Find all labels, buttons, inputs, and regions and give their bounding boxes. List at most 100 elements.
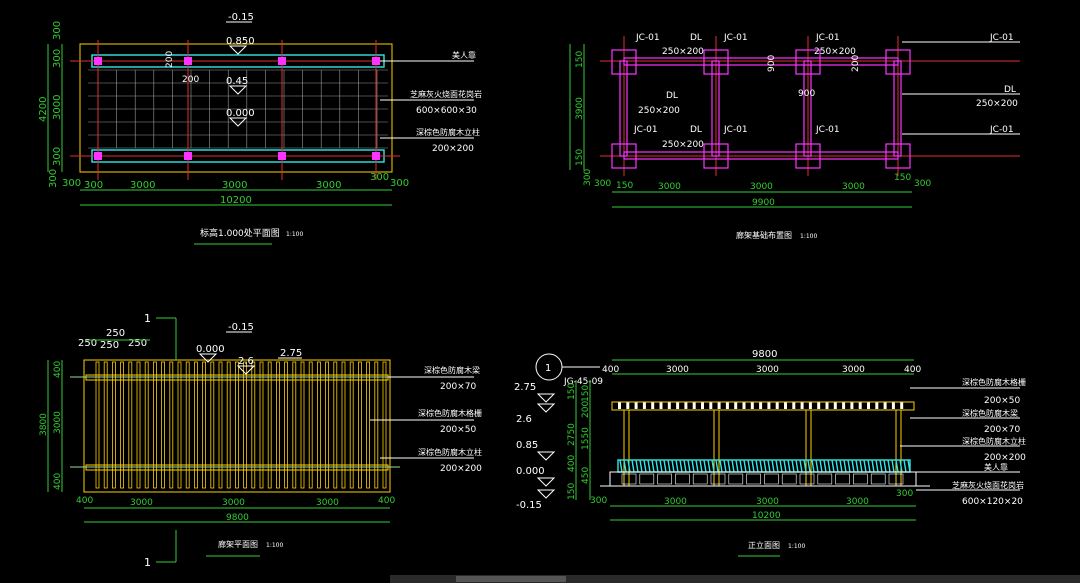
slat <box>210 361 215 489</box>
elev-vdim-5: 400 <box>567 455 577 472</box>
bench-slat <box>635 459 639 473</box>
bench-slat <box>879 459 883 473</box>
bench-slat <box>823 459 827 473</box>
plan1-elev-top: -0.15 <box>228 12 254 23</box>
slat-end <box>858 402 862 409</box>
pergola-plan: 1 1 250 250 250 250 -0.15 0.000 2.6 2.75… <box>39 312 482 569</box>
plan1-dim-left-2: 4200 <box>38 97 49 122</box>
slat <box>349 361 354 489</box>
elev-bot-d0: 300 <box>590 496 607 506</box>
elev-triangle-icon <box>228 85 248 95</box>
plan2-footing <box>703 143 729 169</box>
base-panel <box>710 473 726 485</box>
bench-slat <box>743 459 747 473</box>
plan1-label-0: 美人靠 <box>452 50 476 60</box>
plan2-footing <box>611 49 637 75</box>
plan3-top-dim-0: 250 <box>106 328 125 339</box>
elev-triangle-icon <box>536 477 556 487</box>
plan2-dim-b3: 3000 <box>750 182 773 192</box>
elev-triangle-icon <box>536 489 556 499</box>
base-panel <box>817 473 833 485</box>
plan1-dim-left-1: 3000 <box>52 95 63 120</box>
plan1-column <box>278 152 286 160</box>
plan2-footing <box>795 143 821 169</box>
plan3-top-dim-3: 250 <box>128 338 147 349</box>
elev-label-0-sub: 200×50 <box>984 396 1020 406</box>
bench-slat <box>623 459 627 473</box>
bench-slat <box>875 459 879 473</box>
elev-bot-total: 10200 <box>752 511 781 521</box>
bench-slat <box>891 459 895 473</box>
slat-end <box>651 402 655 409</box>
plan3-section-mark-top: 1 <box>144 312 151 325</box>
plan1-column <box>278 57 286 65</box>
bench-slat <box>783 459 787 473</box>
bench-slat <box>651 459 655 473</box>
slat <box>275 361 280 489</box>
bench-slat <box>791 459 795 473</box>
plan2-dim-900a: 900 <box>767 55 777 72</box>
slat <box>382 361 387 489</box>
bench-slat <box>659 459 663 473</box>
elev-vdim-6: 450 <box>581 467 591 484</box>
slat <box>193 361 198 489</box>
slat-end <box>900 402 904 409</box>
elev-triangle-icon <box>536 403 556 413</box>
slat-end <box>808 402 812 409</box>
plan2-beam-col3 <box>803 60 812 157</box>
slat <box>316 361 321 489</box>
slat-end <box>634 402 638 409</box>
bench-slat <box>867 459 871 473</box>
slat <box>95 361 100 489</box>
bench-slat <box>751 459 755 473</box>
scrollbar-thumb[interactable] <box>456 576 566 582</box>
plan2-dim-b6: 300 <box>914 179 931 189</box>
bench-slat <box>799 459 803 473</box>
plan3-label-2: 深棕色防腐木立柱 <box>418 447 482 457</box>
elev-base-panels <box>621 473 904 485</box>
slat-end <box>742 402 746 409</box>
plan3-dim-l2: 3800 <box>39 413 49 436</box>
elev-label-1: 深棕色防腐木梁 <box>962 408 1018 418</box>
plan3-elev-b: 2.6 <box>238 356 254 367</box>
elev-level-1: 2.6 <box>516 414 532 425</box>
plan1-dim-edge-r: 300 <box>390 178 409 189</box>
bench-slat <box>763 459 767 473</box>
plan3-elev-a: 0.000 <box>196 344 225 355</box>
plan2-dl-c: DL <box>1004 85 1016 95</box>
plan1-elev-c: 0.000 <box>226 108 255 119</box>
slat-end <box>891 402 895 409</box>
slat-end <box>750 402 754 409</box>
plan3-dim-b3: 3000 <box>316 498 339 508</box>
bench-slat <box>851 459 855 473</box>
slat <box>152 361 157 489</box>
plan3-label-0: 深棕色防腐木梁 <box>424 365 480 375</box>
horizontal-scrollbar[interactable] <box>390 575 1080 583</box>
slat-end <box>734 402 738 409</box>
bench-slat <box>771 459 775 473</box>
elev-top-d0: 400 <box>602 365 619 375</box>
plan1-elev-b: 0.45 <box>226 76 248 87</box>
plan3-dim-total: 9800 <box>226 513 249 523</box>
plan2-dl-d: DL <box>690 125 702 135</box>
bench-slat <box>671 459 675 473</box>
bench-slat <box>899 459 903 473</box>
slat-end <box>833 402 837 409</box>
bench-slat <box>847 459 851 473</box>
elev-level-3: 0.000 <box>516 466 545 477</box>
elev-triangle-icon <box>198 353 218 363</box>
slat <box>169 361 174 489</box>
plan3-elev-top: -0.15 <box>228 322 254 333</box>
base-panel <box>657 473 672 485</box>
elev-column <box>713 409 720 487</box>
base-panel <box>764 473 779 485</box>
plan1-dim-left-0b: 300 <box>52 49 63 68</box>
plan1-label-1-sub: 600×600×30 <box>416 106 477 116</box>
bench-slat <box>679 459 683 473</box>
bench-slat <box>647 459 651 473</box>
plan2-dl-a: DL <box>690 33 702 43</box>
elev-vdim-1: 150 <box>581 385 591 402</box>
elev-triangle-icon <box>228 45 248 55</box>
